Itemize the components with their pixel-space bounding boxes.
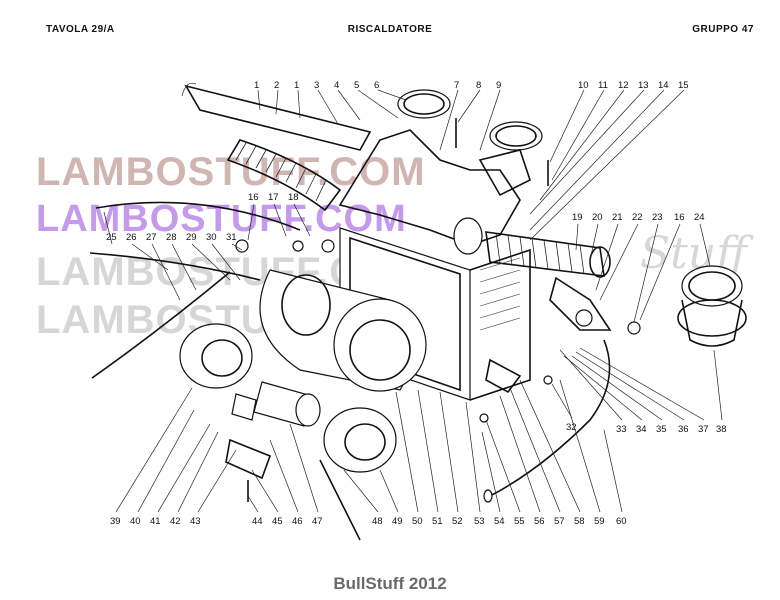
callout-label: 53 [474, 516, 485, 527]
callout-label: 3 [314, 80, 319, 91]
callout-label: 27 [146, 232, 157, 243]
callout-label: 37 [698, 424, 709, 435]
callout-label: 26 [126, 232, 137, 243]
callout-label: 16 [674, 212, 685, 223]
callout-label: 10 [578, 80, 589, 91]
plate-number: TAVOLA 29/A [46, 24, 115, 35]
callout-label: 49 [392, 516, 403, 527]
callout-label: 44 [252, 516, 263, 527]
callout-label: 58 [574, 516, 585, 527]
callout-label: 55 [514, 516, 525, 527]
callout-label: 33 [616, 424, 627, 435]
callout-label: 7 [454, 80, 459, 91]
group-number: GRUPPO 47 [692, 24, 754, 35]
callout-label: 1 [294, 80, 299, 91]
callout-label: 36 [678, 424, 689, 435]
callout-label: 56 [534, 516, 545, 527]
callout-label: 45 [272, 516, 283, 527]
callout-label: 43 [190, 516, 201, 527]
callout-label: 48 [372, 516, 383, 527]
callout-label: 34 [636, 424, 647, 435]
callout-label: 4 [334, 80, 339, 91]
callout-label: 51 [432, 516, 443, 527]
callout-label: 20 [592, 212, 603, 223]
plate-title: RISCALDATORE [347, 24, 433, 35]
callout-label: 8 [476, 80, 481, 91]
callout-label: 13 [638, 80, 649, 91]
callout-label: 6 [374, 80, 379, 91]
callout-label: 30 [206, 232, 217, 243]
callout-label: 21 [612, 212, 623, 223]
callout-label: 50 [412, 516, 423, 527]
callout-label: 22 [632, 212, 643, 223]
callout-label: 19 [572, 212, 583, 223]
callout-label: 42 [170, 516, 181, 527]
callout-label: 54 [494, 516, 505, 527]
callout-label: 24 [694, 212, 705, 223]
callout-label: 57 [554, 516, 565, 527]
callout-label: 9 [496, 80, 501, 91]
callout-label: 16 [248, 192, 259, 203]
callout-label: 52 [452, 516, 463, 527]
callout-label: 31 [226, 232, 237, 243]
callout-label: 32 [566, 422, 577, 433]
callout-label: 59 [594, 516, 605, 527]
callout-label: 29 [186, 232, 197, 243]
callout-label: 23 [652, 212, 663, 223]
footer-credit: BullStuff 2012 [333, 574, 447, 593]
callout-label: 46 [292, 516, 303, 527]
callout-numbers: 1 2 1 3 4 5 6 7 8 9 10 11 12 13 14 15 16… [106, 80, 727, 527]
callout-label: 2 [274, 80, 279, 91]
callout-label: 40 [130, 516, 141, 527]
callout-label: 38 [716, 424, 727, 435]
callout-label: 1 [254, 80, 259, 91]
callout-label: 17 [268, 192, 279, 203]
callout-label: 18 [288, 192, 299, 203]
callout-label: 15 [678, 80, 689, 91]
callout-label: 60 [616, 516, 627, 527]
callout-label: 11 [598, 80, 608, 91]
callout-label: 25 [106, 232, 117, 243]
callout-label: 39 [110, 516, 121, 527]
leader-lines [103, 89, 723, 513]
callout-label: 41 [150, 516, 161, 527]
heater-parts-drawing [89, 82, 747, 541]
callout-label: 12 [618, 80, 629, 91]
callout-label: 5 [354, 80, 359, 91]
callout-label: 47 [312, 516, 323, 527]
callout-label: 14 [658, 80, 669, 91]
callout-label: 35 [656, 424, 667, 435]
callout-label: 28 [166, 232, 177, 243]
